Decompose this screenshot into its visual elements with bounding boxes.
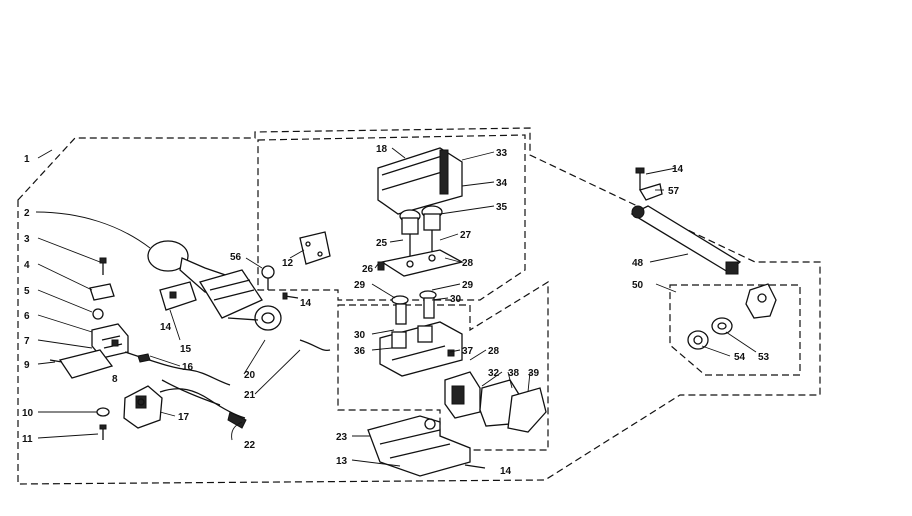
solenoid-subassembly-boundary: [337, 280, 549, 451]
label-part-14-left: 14: [160, 322, 172, 333]
label-part-53: 53: [758, 352, 770, 363]
label-part-1: 1: [24, 154, 30, 165]
label-part-17: 17: [178, 412, 190, 423]
label-part-54: 54: [734, 352, 746, 363]
label-part-30-right: 30: [450, 294, 462, 305]
label-part-21: 21: [244, 390, 256, 401]
label-part-28-upper: 28: [462, 258, 474, 269]
label-part-16: 16: [182, 362, 194, 373]
label-part-7: 7: [24, 336, 30, 347]
label-part-22: 22: [244, 440, 256, 451]
part-labels: 1 2 3 4 5 6 7 9 8 10 11 14 15 16 17 56 1…: [22, 144, 770, 477]
label-part-32: 32: [488, 368, 500, 379]
label-part-11: 11: [22, 434, 33, 445]
label-part-27: 27: [460, 230, 472, 241]
label-part-15: 15: [180, 344, 192, 355]
assembly-boundaries: [17, 127, 821, 485]
left-parts: [49, 257, 247, 440]
label-part-30-left: 30: [354, 330, 366, 341]
label-part-35: 35: [496, 202, 508, 213]
label-part-37: 37: [462, 346, 474, 357]
label-part-29-right: 29: [462, 280, 474, 291]
label-part-5: 5: [24, 286, 30, 297]
label-part-14-mid: 14: [300, 298, 312, 309]
label-part-3: 3: [24, 234, 30, 245]
label-part-38: 38: [508, 368, 520, 379]
label-part-39: 39: [528, 368, 540, 379]
valve-upper: [377, 147, 464, 277]
label-part-28-lower: 28: [488, 346, 500, 357]
right-parts: [630, 167, 777, 350]
label-part-26: 26: [362, 264, 374, 275]
label-part-29-left: 29: [354, 280, 366, 291]
mounting-bracket: [367, 415, 486, 477]
label-part-10: 10: [22, 408, 34, 419]
label-part-50: 50: [632, 280, 644, 291]
label-part-48: 48: [632, 258, 644, 269]
label-part-18: 18: [376, 144, 388, 155]
solenoid: [444, 371, 547, 433]
label-part-8: 8: [112, 374, 118, 385]
label-part-4: 4: [24, 260, 30, 271]
main-assembly-boundary: [17, 127, 821, 485]
label-part-14-right: 14: [672, 164, 684, 175]
label-part-20: 20: [244, 370, 256, 381]
label-part-33: 33: [496, 148, 508, 159]
valve-lower: [379, 290, 463, 377]
fitting-subassembly-boundary: [669, 284, 801, 376]
label-part-56: 56: [230, 252, 242, 263]
label-part-6: 6: [24, 311, 30, 322]
label-part-23: 23: [336, 432, 348, 443]
label-part-12: 12: [282, 258, 294, 269]
label-part-2: 2: [24, 208, 30, 219]
valve-subassembly-boundary: [257, 134, 526, 301]
label-part-57: 57: [668, 186, 680, 197]
label-part-14-bottom: 14: [500, 466, 512, 477]
label-part-13: 13: [336, 456, 348, 467]
label-part-9: 9: [24, 360, 30, 371]
leader-lines: [35, 147, 757, 467]
burner-assembly: [147, 231, 331, 406]
label-part-36: 36: [354, 346, 366, 357]
label-part-34: 34: [496, 178, 508, 189]
label-part-25: 25: [376, 238, 388, 249]
